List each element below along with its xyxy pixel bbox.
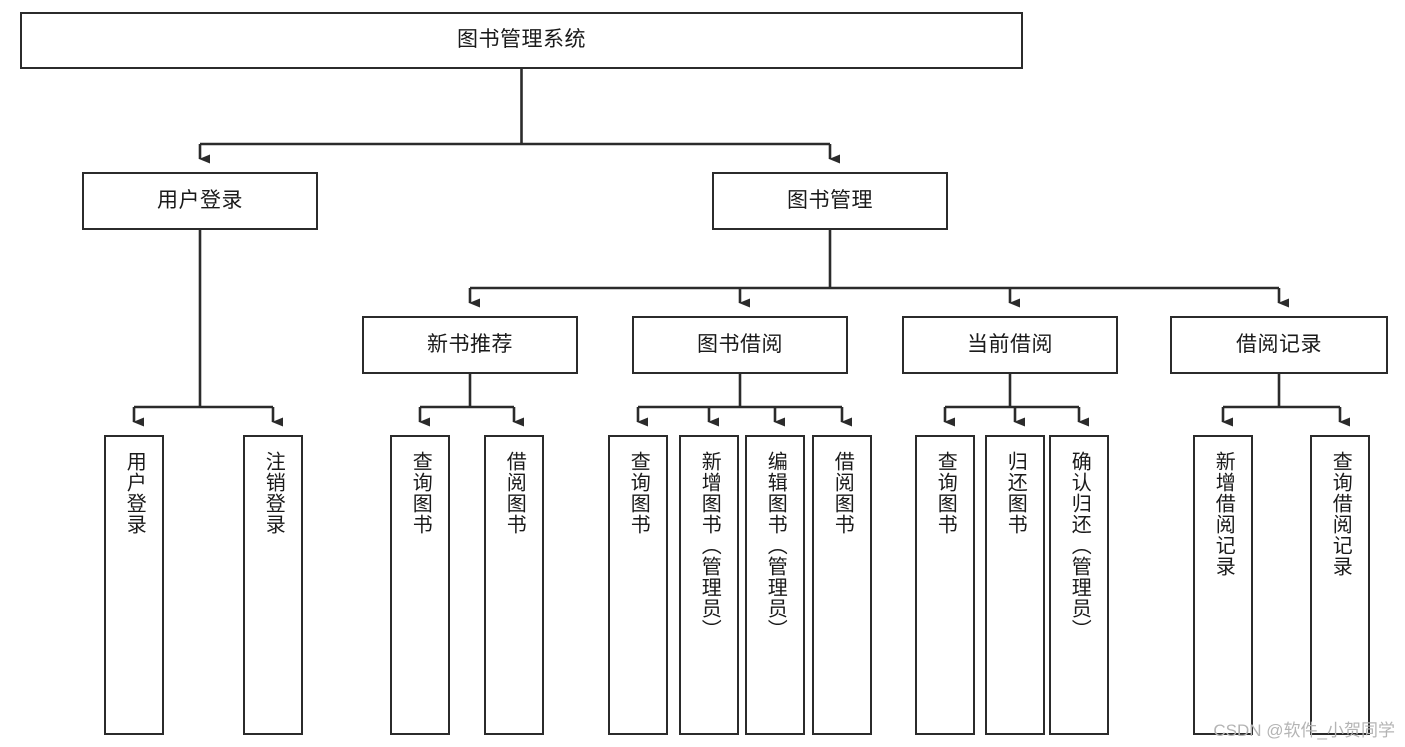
node-leaf-add-book[interactable]: 新增图书（管理员） bbox=[679, 435, 739, 735]
node-leaf-query-book-3[interactable]: 查询图书 bbox=[915, 435, 975, 735]
node-book-manage[interactable]: 图书管理 bbox=[712, 172, 948, 230]
node-label: 查询图书 bbox=[627, 451, 650, 535]
node-label: 用户登录 bbox=[157, 188, 243, 212]
node-label: 用户登录 bbox=[123, 451, 146, 535]
node-leaf-return-book[interactable]: 归还图书 bbox=[985, 435, 1045, 735]
node-borrow-record[interactable]: 借阅记录 bbox=[1170, 316, 1388, 374]
node-label: 查询图书 bbox=[934, 451, 957, 535]
node-book-borrow[interactable]: 图书借阅 bbox=[632, 316, 848, 374]
node-label: 借阅记录 bbox=[1236, 332, 1322, 356]
node-label: 图书借阅 bbox=[697, 332, 783, 356]
node-label: 当前借阅 bbox=[967, 332, 1053, 356]
node-leaf-query-book-1[interactable]: 查询图书 bbox=[390, 435, 450, 735]
node-leaf-add-record[interactable]: 新增借阅记录 bbox=[1193, 435, 1253, 735]
node-label: 归还图书 bbox=[1004, 451, 1027, 535]
node-label: 确认归还（管理员） bbox=[1068, 451, 1091, 640]
node-leaf-query-book-2[interactable]: 查询图书 bbox=[608, 435, 668, 735]
node-leaf-user-login[interactable]: 用户登录 bbox=[104, 435, 164, 735]
node-leaf-borrow-book-2[interactable]: 借阅图书 bbox=[812, 435, 872, 735]
node-root[interactable]: 图书管理系统 bbox=[20, 12, 1023, 69]
node-label: 查询借阅记录 bbox=[1329, 451, 1352, 577]
node-label: 新增图书（管理员） bbox=[698, 451, 721, 640]
node-label: 新增借阅记录 bbox=[1212, 451, 1235, 577]
node-leaf-borrow-book-1[interactable]: 借阅图书 bbox=[484, 435, 544, 735]
watermark-text: CSDN @软件_小贺同学 bbox=[1213, 721, 1395, 740]
node-current-borrow[interactable]: 当前借阅 bbox=[902, 316, 1118, 374]
node-leaf-query-record[interactable]: 查询借阅记录 bbox=[1310, 435, 1370, 735]
node-label: 图书管理 bbox=[787, 188, 873, 212]
node-leaf-logout[interactable]: 注销登录 bbox=[243, 435, 303, 735]
node-leaf-confirm-return[interactable]: 确认归还（管理员） bbox=[1049, 435, 1109, 735]
node-label: 新书推荐 bbox=[427, 332, 513, 356]
node-label: 借阅图书 bbox=[503, 451, 526, 535]
node-label: 编辑图书（管理员） bbox=[764, 451, 787, 640]
node-user-login[interactable]: 用户登录 bbox=[82, 172, 318, 230]
node-label: 图书管理系统 bbox=[457, 28, 586, 52]
node-label: 借阅图书 bbox=[831, 451, 854, 535]
node-label: 查询图书 bbox=[409, 451, 432, 535]
node-new-book-rec[interactable]: 新书推荐 bbox=[362, 316, 578, 374]
node-leaf-edit-book[interactable]: 编辑图书（管理员） bbox=[745, 435, 805, 735]
node-label: 注销登录 bbox=[262, 451, 285, 535]
